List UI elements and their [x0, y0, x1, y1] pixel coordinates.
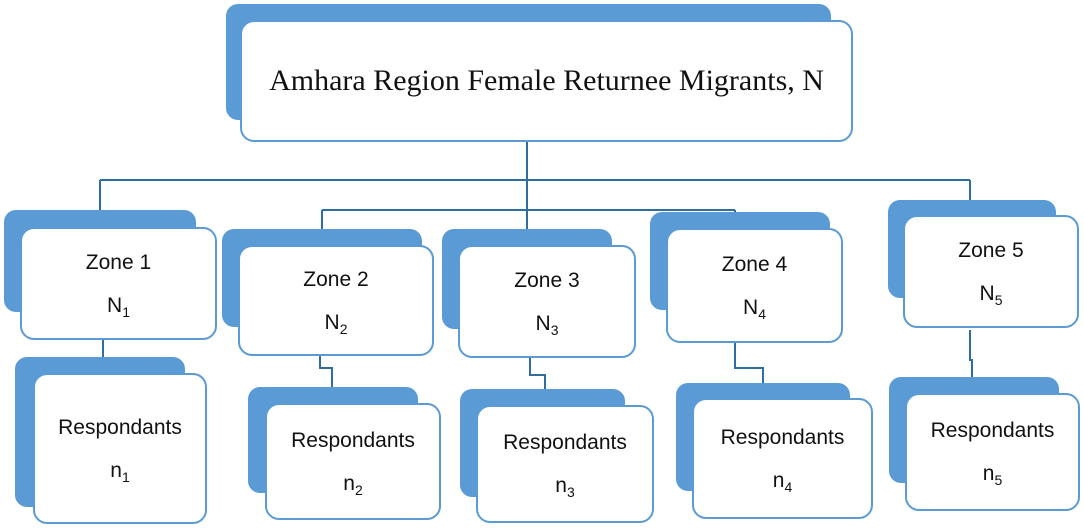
- zone-5-count: N5: [979, 281, 1003, 308]
- zone-3-resp-link: [529, 358, 546, 390]
- respondents-3-label: Respondants: [503, 431, 627, 454]
- title-text: Amhara Region Female Returnee Migrants, …: [269, 64, 824, 97]
- zone-3-node: Zone 3 N3: [458, 245, 636, 358]
- respondents-3-count: n3: [555, 474, 575, 500]
- zone-1-node: Zone 1 N1: [20, 227, 217, 340]
- respondents-4-node: Respondants n4: [692, 398, 873, 519]
- zone-3-label: Zone 3: [514, 268, 580, 292]
- respondents-4-label: Respondants: [720, 425, 845, 449]
- respondents-5-node: Respondants n5: [905, 393, 1080, 511]
- zone-3-count: N3: [535, 311, 559, 338]
- respondents-4-count: n4: [772, 468, 793, 495]
- zone-2-node: Zone 2 N2: [238, 245, 434, 356]
- zone-5-resp-link: [969, 330, 973, 378]
- zone-2-resp-link: [319, 356, 333, 388]
- zone-1-label: Zone 1: [85, 250, 152, 274]
- respondents-5-count: n5: [982, 462, 1003, 488]
- zone-4-resp-link: [734, 343, 764, 384]
- respondents-5-label: Respondants: [930, 419, 1055, 442]
- respondents-1-node: Respondants n1: [33, 373, 207, 524]
- zone-2-count: N2: [324, 310, 348, 337]
- zone-2-label: Zone 2: [303, 267, 369, 291]
- zone-5-node: Zone 5 N5: [903, 215, 1079, 328]
- respondents-2-label: Respondants: [291, 428, 415, 452]
- zone-4-label: Zone 4: [721, 252, 788, 276]
- respondents-3-node: Respondants n3: [476, 405, 654, 523]
- respondents-2-node: Respondants n2: [265, 403, 441, 520]
- respondents-1-label: Respondants: [58, 415, 182, 439]
- zone-4-count: N4: [743, 295, 766, 322]
- zone-4-node: Zone 4 N4: [666, 228, 843, 343]
- respondents-1-count: n1: [110, 458, 130, 485]
- respondents-2-count: n2: [343, 471, 363, 498]
- zone-5-label: Zone 5: [958, 238, 1024, 262]
- zone-1-count: N1: [107, 293, 130, 320]
- title-node: Amhara Region Female Returnee Migrants, …: [240, 20, 853, 142]
